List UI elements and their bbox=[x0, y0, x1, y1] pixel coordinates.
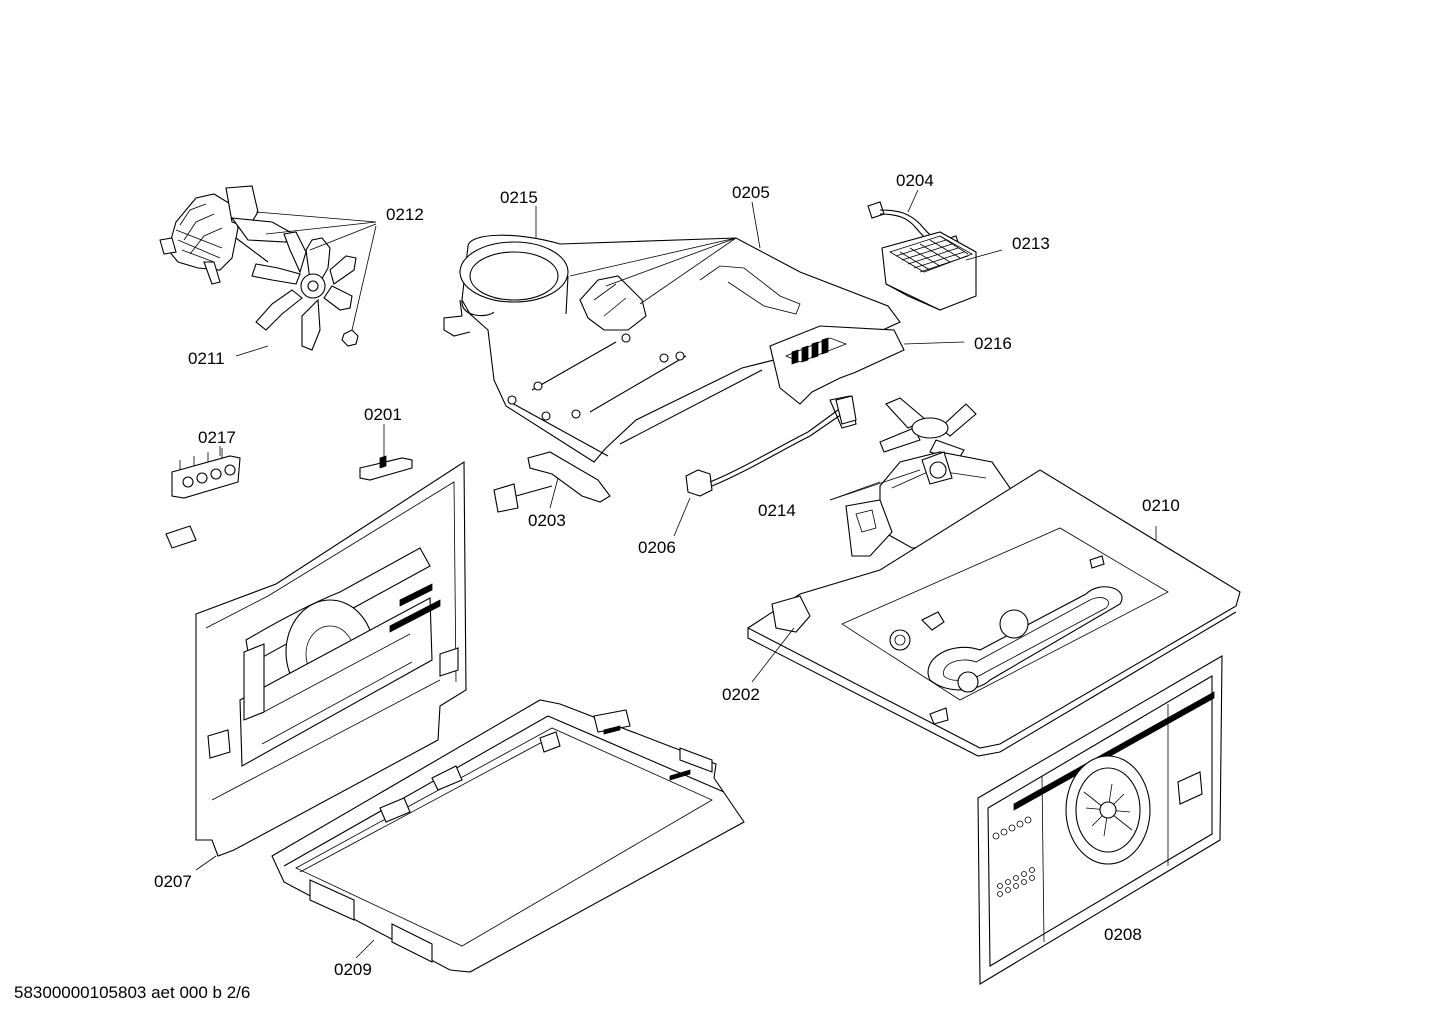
fan-nut bbox=[341, 329, 359, 347]
part-label-0203: 0203 bbox=[528, 511, 566, 530]
back-panel-0207 bbox=[195, 460, 467, 871]
oven-top-panel-0210 bbox=[746, 469, 1241, 757]
part-label-0210: 0210 bbox=[1142, 496, 1180, 515]
part-label-0215: 0215 bbox=[500, 188, 538, 207]
air-duct-housing bbox=[443, 234, 905, 463]
part-label-0211: 0211 bbox=[188, 349, 225, 368]
part-label-0207: 0207 bbox=[154, 872, 192, 891]
part-label-0209: 0209 bbox=[334, 960, 372, 979]
part-label-0213: 0213 bbox=[1012, 234, 1050, 253]
part-labels: 0201 0202 0203 0204 0205 0206 0207 0208 … bbox=[154, 171, 1180, 979]
rear-wall-0208 bbox=[977, 655, 1223, 985]
part-label-0217: 0217 bbox=[198, 428, 236, 447]
terminal-block-0217 bbox=[165, 446, 241, 549]
part-label-0206: 0206 bbox=[638, 538, 676, 557]
leaders-0215-0205-0216 bbox=[535, 201, 965, 345]
part-label-0201: 0201 bbox=[364, 405, 402, 424]
fan-impeller bbox=[251, 231, 357, 351]
part-label-0208: 0208 bbox=[1104, 925, 1142, 944]
part-label-0204: 0204 bbox=[896, 171, 934, 190]
fan-motor-assembly bbox=[159, 185, 291, 285]
switch-0201 bbox=[359, 424, 413, 481]
harness-0206 bbox=[673, 395, 857, 537]
part-label-0216: 0216 bbox=[974, 334, 1012, 353]
part-label-0212: 0212 bbox=[386, 205, 424, 224]
leaders-0211-0212 bbox=[235, 211, 377, 357]
leaders-0204-0213 bbox=[907, 189, 1003, 261]
vent-holes bbox=[992, 816, 1035, 897]
drawing-reference-footer: 58300000105803 aet 000 b 2/6 bbox=[14, 983, 250, 1002]
part-label-0205: 0205 bbox=[732, 183, 770, 202]
part-label-0214: 0214 bbox=[758, 501, 796, 520]
bottom-tray-0209 bbox=[271, 699, 745, 973]
sensor-0203 bbox=[493, 451, 611, 513]
heat-sink-0213 bbox=[881, 231, 977, 311]
part-label-0202: 0202 bbox=[722, 685, 760, 704]
